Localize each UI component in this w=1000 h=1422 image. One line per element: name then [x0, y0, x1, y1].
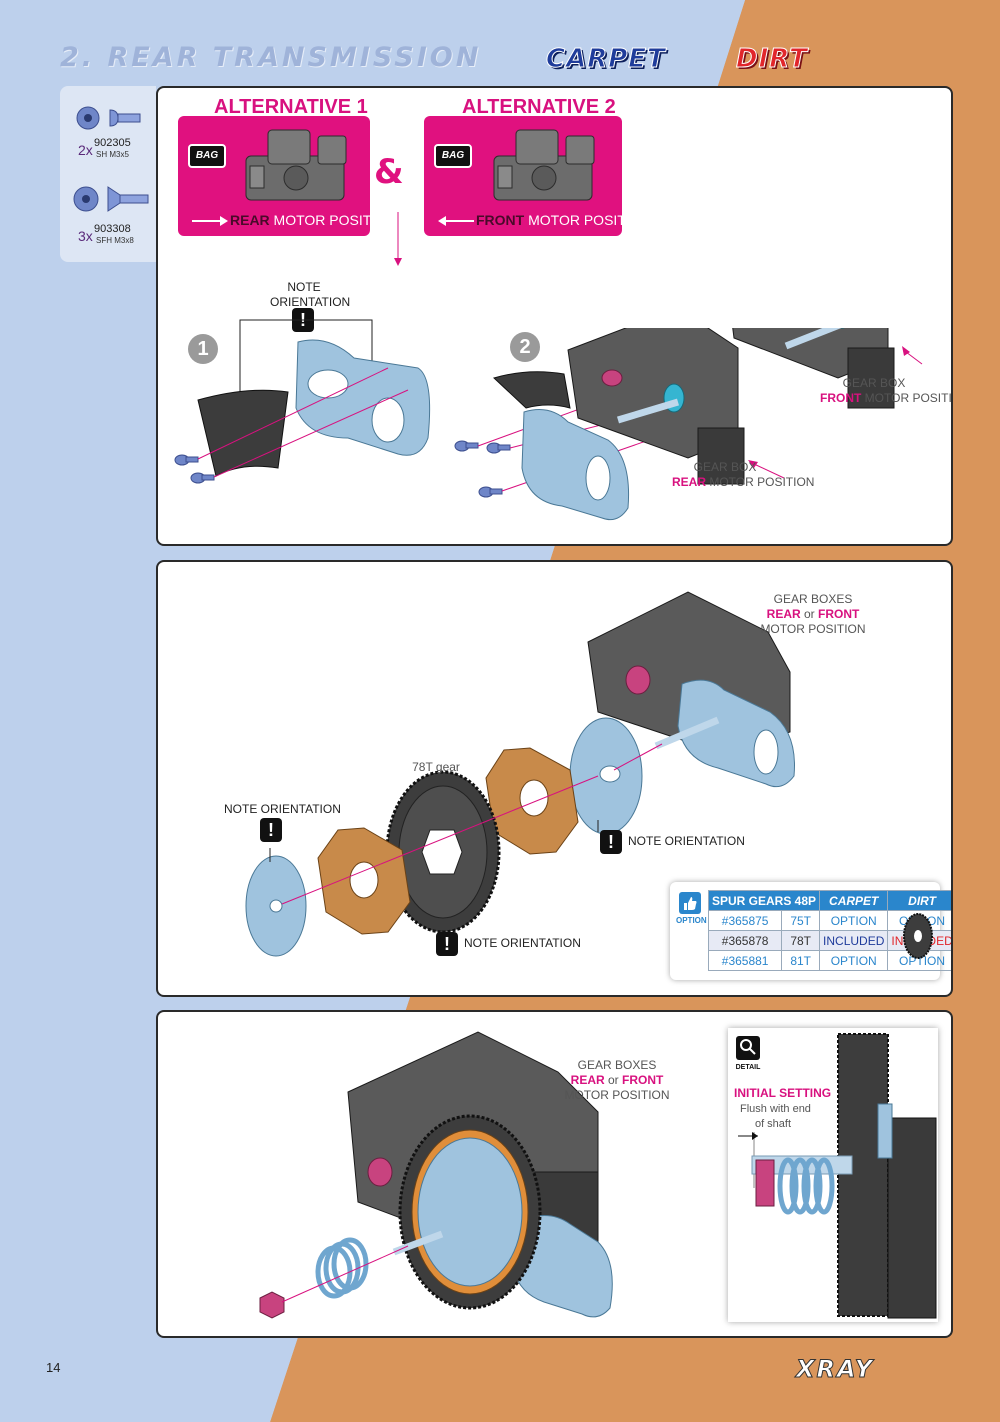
note-orientation-left-label: NOTE ORIENTATION [224, 802, 341, 816]
spur-gear-option-table: OPTION SPUR GEARS 48P CARPET DIRT #36587… [670, 882, 951, 980]
part-code: 903308 [94, 223, 131, 235]
table-cell: #365881 [707, 950, 783, 971]
table-cell: OPTION [887, 950, 951, 971]
table-header-row: SPUR GEARS 48P CARPET DIRT [707, 890, 951, 911]
brand-logo: XRAY [795, 1355, 875, 1384]
detail-label: DETAIL [735, 1064, 761, 1071]
detail-magnifier-icon [736, 1036, 760, 1060]
table-cell: INCLUDED [819, 930, 889, 951]
alternative-2-title: ALTERNATIVE 2 [462, 96, 616, 118]
warning-icon: ! [600, 830, 622, 854]
carpet-badge: CARPET [546, 44, 666, 75]
and-symbol: & [374, 152, 404, 192]
arrow-left-icon [438, 216, 474, 226]
dirt-badge: DIRT [736, 44, 808, 75]
step-panel-1: ALTERNATIVE 1 ALTERNATIVE 2 BAG REAR MOT… [156, 86, 953, 546]
note-orientation-right-label: NOTE ORIENTATION [628, 834, 745, 848]
alternative-2-box: BAG FRONT MOTOR POSITION [424, 116, 651, 236]
spring-nut-assembly-drawing [259, 1031, 613, 1319]
step-number-2: 2 [510, 332, 540, 362]
table-header: SPUR GEARS 48P [707, 890, 821, 911]
bag-icon: BAG [434, 144, 472, 168]
button-head-screw-icon [76, 106, 141, 130]
table-cell: 81T [781, 950, 821, 971]
part-code: 902305 [94, 137, 131, 149]
note-orientation-bottom-label: NOTE ORIENTATION [464, 936, 581, 950]
alternative-1-caption: REAR MOTOR POSITION [230, 212, 397, 228]
option-thumbs-up-icon: OPTION [676, 892, 707, 925]
part-qty: 2x [78, 142, 93, 158]
part-desc: SFH M3x8 [96, 236, 134, 245]
motor-mount-assembly-drawing [174, 328, 923, 521]
table-row: #365881 81T OPTION OPTION [707, 950, 951, 971]
step-number-1: 1 [188, 334, 218, 364]
warning-icon: ! [436, 932, 458, 956]
table-header: CARPET [819, 890, 889, 911]
page-number: 14 [46, 1360, 61, 1375]
bag-icon: BAG [188, 144, 226, 168]
initial-setting-label: INITIAL SETTING [734, 1086, 832, 1100]
page-title: 2. REAR TRANSMISSION [60, 42, 482, 73]
note-bracket [239, 319, 373, 396]
flat-head-screw-icon [73, 186, 149, 212]
table-cell: #365875 [707, 910, 783, 931]
alternative-2-caption: FRONT MOTOR POSITION [476, 212, 651, 228]
table-row: #365875 75T OPTION OPTION [707, 910, 951, 931]
part-qty: 3x [78, 228, 93, 244]
part-desc: SH M3x5 [96, 150, 129, 159]
gearbox-housing-icon [245, 129, 347, 201]
detail-drawing [738, 1033, 937, 1319]
table-cell: OPTION [819, 950, 889, 971]
gear-label: 78T gear [412, 760, 460, 774]
table-cell: 75T [781, 910, 821, 931]
gearbox-housing-icon [493, 129, 595, 201]
down-arrow-icon [394, 212, 402, 266]
spur-gear-icon [903, 913, 933, 959]
spur-gear-assembly-drawing [245, 591, 795, 957]
table-cell: OPTION [819, 910, 889, 931]
table-header: DIRT [887, 890, 951, 911]
alternative-1-title: ALTERNATIVE 1 [214, 96, 368, 118]
warning-icon: ! [260, 818, 282, 842]
alternative-1-box: BAG REAR MOTOR POSITION [178, 116, 396, 236]
arrow-right-icon [192, 216, 228, 226]
parts-list: 2x 902305 SH M3x5 3x 903308 SFH M3x8 [60, 86, 156, 262]
option-label: OPTION [676, 916, 707, 925]
table-cell: 78T [781, 930, 821, 951]
table-cell: #365878 [707, 930, 783, 951]
